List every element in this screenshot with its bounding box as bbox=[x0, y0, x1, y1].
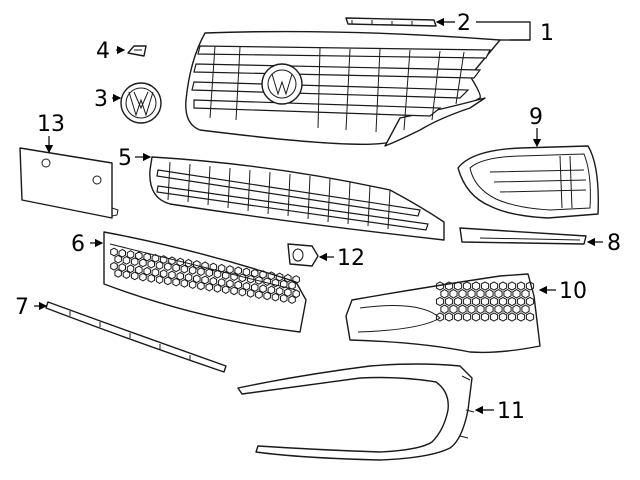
callout-8: 8 bbox=[607, 231, 621, 256]
honeycomb-insert-part-6 bbox=[103, 231, 307, 333]
callout-2: 2 bbox=[457, 11, 471, 36]
callout-11: 11 bbox=[497, 399, 525, 424]
callout-3: 3 bbox=[94, 87, 108, 112]
callout-13: 13 bbox=[37, 112, 65, 137]
callout-1: 1 bbox=[540, 21, 554, 46]
clip-part-4 bbox=[127, 45, 147, 57]
side-grille-part-10 bbox=[345, 273, 541, 354]
callout-6: 6 bbox=[71, 232, 85, 257]
trim-strip-part-7 bbox=[45, 301, 227, 373]
callout-labels: 1 2 3 4 5 6 7 8 9 10 11 12 13 bbox=[15, 11, 621, 424]
moulding-strip-part-2 bbox=[345, 17, 437, 27]
leader-1 bbox=[476, 21, 531, 41]
leader-lines bbox=[34, 17, 603, 415]
callout-5: 5 bbox=[118, 146, 132, 171]
cap-part-12 bbox=[287, 243, 319, 267]
hex-mesh-side bbox=[435, 281, 535, 322]
emblem-part-3 bbox=[120, 82, 162, 124]
callout-7: 7 bbox=[15, 295, 29, 320]
lower-grille-part-5 bbox=[149, 156, 445, 241]
upper-grille-part-1 bbox=[185, 30, 501, 147]
license-bracket-part-13 bbox=[19, 147, 119, 219]
side-trim-part-8 bbox=[459, 227, 587, 245]
callout-4: 4 bbox=[96, 39, 110, 64]
callout-10: 10 bbox=[559, 279, 587, 304]
surround-trim-part-11 bbox=[237, 363, 475, 461]
hex-mesh bbox=[110, 247, 300, 304]
callout-9: 9 bbox=[529, 105, 543, 130]
callout-12: 12 bbox=[337, 246, 365, 271]
fog-bezel-part-9 bbox=[457, 145, 599, 219]
